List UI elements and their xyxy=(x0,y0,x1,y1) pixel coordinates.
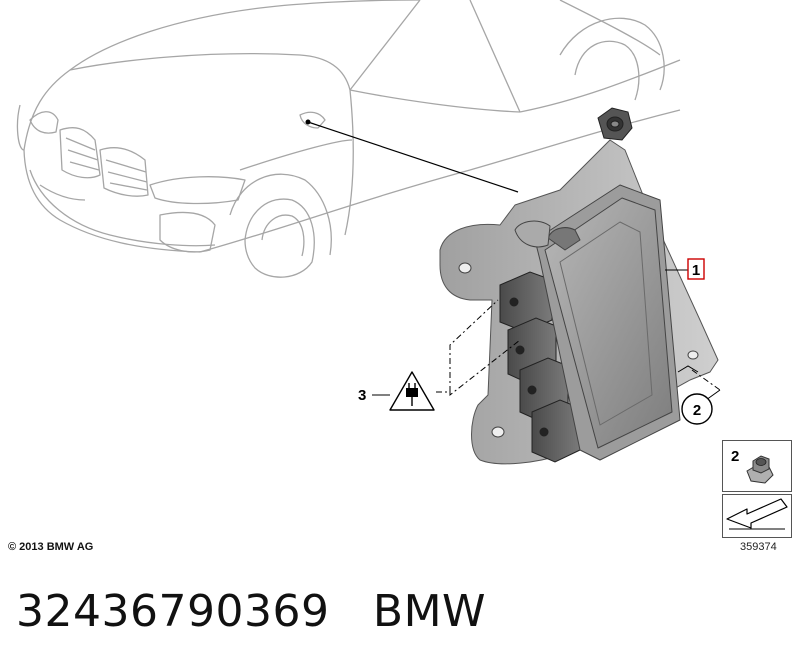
leader-line-car xyxy=(305,119,519,193)
callout-part-1[interactable]: 1 xyxy=(665,258,705,280)
callout-3-label: 3 xyxy=(358,387,366,404)
legend-arrow-box xyxy=(722,494,792,538)
copyright-text: © 2013 BMW AG xyxy=(8,541,94,553)
callout-2-label: 2 xyxy=(693,402,701,419)
bracket-top-nut xyxy=(597,107,633,141)
connector-group xyxy=(499,271,581,463)
callout-part-2[interactable]: 2 xyxy=(677,365,721,425)
nut-icon: 2 xyxy=(731,448,774,484)
callout-1-label: 1 xyxy=(692,262,700,279)
control-module xyxy=(514,184,681,461)
part-caption: 32436790369 BMW xyxy=(16,586,486,637)
parts-diagram: 1 2 3 xyxy=(16,0,721,465)
legend-nut-number: 2 xyxy=(731,448,739,465)
part-number: 32436790369 xyxy=(16,586,330,637)
callout-part-3[interactable]: 3 xyxy=(358,299,521,411)
diagram-id: 359374 xyxy=(740,541,777,553)
legend-nut-box: 2 xyxy=(722,440,792,492)
brand-name: BMW xyxy=(372,586,487,637)
car-outline xyxy=(16,0,681,278)
arrow-icon xyxy=(726,498,788,530)
power-plug-warning-icon xyxy=(389,371,435,411)
